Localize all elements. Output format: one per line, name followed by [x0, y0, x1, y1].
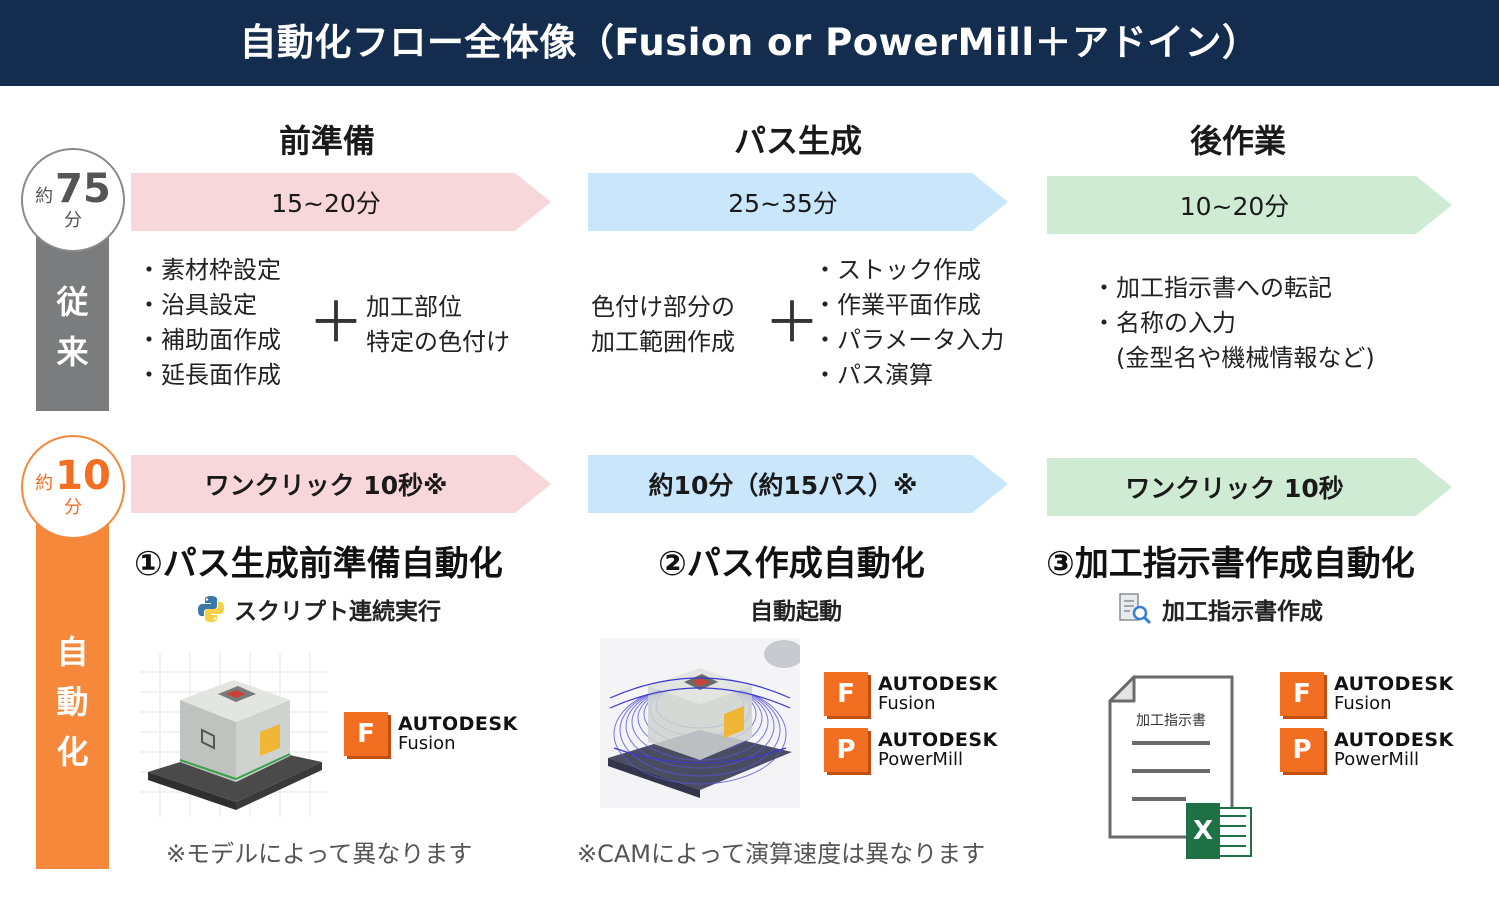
column-heading-path: パス生成 — [733, 122, 862, 160]
automated-arrow-post: ワンクリック 10秒 — [1047, 458, 1452, 516]
automated-time-number: 10 — [55, 453, 111, 499]
plus-symbol: ＋ — [308, 291, 364, 356]
mold-model-image — [140, 652, 328, 817]
automated-time-badge: 約 10 分 — [21, 435, 125, 539]
step3-subtitle-text: 加工指示書作成 — [1162, 599, 1323, 625]
list-item: ・ストック作成 — [813, 256, 981, 284]
step3-subtitle: 加工指示書作成 — [1118, 592, 1323, 626]
python-icon — [198, 596, 224, 622]
list-item: ・加工指示書への転記 — [1092, 274, 1332, 302]
report-search-icon — [1119, 593, 1152, 625]
header-bar — [0, 0, 1499, 86]
list-item: 色付け部分の — [591, 293, 735, 321]
list-item: ・作業平面作成 — [813, 291, 981, 319]
logo-product: Fusion — [398, 733, 456, 754]
automated-arrow-prep: ワンクリック 10秒※ — [131, 455, 551, 513]
conventional-time-badge: 約 75 分 — [21, 148, 125, 252]
path-left-text: 色付け部分の 加工範囲作成 — [591, 290, 735, 360]
automated-arrow-path: 約10分（約15パス）※ — [588, 455, 1008, 513]
conventional-arrow-path-text: 25~35分 — [728, 189, 838, 218]
autodesk-fusion-logo: F AUTODESK Fusion — [1280, 672, 1454, 716]
step2-title: ②パス作成自動化 — [658, 544, 925, 584]
conventional-arrow-path: 25~35分 — [588, 173, 1008, 231]
post-task-list: ・加工指示書への転記 ・名称の入力 (金型名や機械情報など) — [1092, 271, 1375, 376]
autodesk-powermill-logo: P AUTODESK PowerMill — [1280, 728, 1454, 772]
prep-task-list: ・素材枠設定 ・治具設定 ・補助面作成 ・延長面作成 — [137, 253, 281, 393]
step1-subtitle-text: スクリプト連続実行 — [234, 599, 441, 625]
list-item: ・パス演算 — [813, 361, 933, 389]
excel-icon: X — [1186, 803, 1252, 859]
step1-subtitle: スクリプト連続実行 — [196, 592, 441, 626]
step1-note: ※モデルによって異なります — [166, 840, 473, 868]
automated-side-bar — [36, 488, 109, 869]
list-item: ・パラメータ入力 — [813, 326, 1005, 354]
logo-brand: AUTODESK — [878, 673, 998, 695]
automated-time-prefix: 約 — [35, 473, 54, 494]
instruction-document-illustration: 加工指示書 X — [1106, 675, 1256, 860]
fusion-icon: F — [824, 672, 868, 716]
conventional-label-2: 来 — [56, 333, 89, 371]
fusion-icon: F — [1280, 672, 1324, 716]
step2-note: ※CAMによって演算速度は異なります — [577, 840, 986, 868]
list-item: 特定の色付け — [366, 328, 510, 356]
logo-product: Fusion — [1334, 693, 1392, 714]
conventional-label-1: 従 — [56, 283, 89, 321]
logo-product: PowerMill — [878, 749, 963, 770]
list-item: (金型名や機械情報など) — [1116, 344, 1375, 372]
conventional-arrow-post: 10~20分 — [1047, 176, 1452, 234]
automated-arrow-post-text: ワンクリック 10秒 — [1125, 474, 1344, 503]
conventional-arrow-prep: 15~20分 — [131, 173, 551, 231]
automated-time-unit: 分 — [64, 497, 82, 518]
step2-subtitle: 自動起動 — [750, 592, 842, 626]
conventional-arrow-post-text: 10~20分 — [1179, 192, 1290, 221]
automated-arrow-prep-text: ワンクリック 10秒※ — [204, 471, 448, 500]
column-heading-prep: 前準備 — [278, 122, 375, 160]
document-icon — [1108, 675, 1234, 839]
page-title: 自動化フロー全体像（Fusion or PowerMill＋アドイン） — [239, 21, 1260, 64]
plus-symbol: ＋ — [764, 291, 820, 356]
automated-label-1: 自 — [56, 633, 89, 671]
list-item: ・延長面作成 — [137, 361, 281, 389]
document-label: 加工指示書 — [1136, 713, 1206, 729]
fusion-icon: F — [344, 712, 388, 756]
column-heading-post: 後作業 — [1189, 122, 1286, 160]
conventional-time-prefix: 約 — [35, 186, 54, 207]
path-task-list: ・ストック作成 ・作業平面作成 ・パラメータ入力 ・パス演算 — [813, 253, 1004, 393]
automated-arrow-path-text: 約10分（約15パス）※ — [648, 471, 918, 500]
logo-product: PowerMill — [1334, 749, 1419, 770]
autodesk-fusion-logo: F AUTODESK Fusion — [824, 672, 998, 716]
list-item: 加工部位 — [366, 293, 462, 321]
automated-label-3: 化 — [56, 733, 89, 771]
list-item: ・名称の入力 — [1092, 309, 1236, 337]
list-item: ・素材枠設定 — [137, 256, 281, 284]
toolpath-model-image — [600, 638, 800, 808]
powermill-icon: P — [824, 728, 868, 772]
automated-label-2: 動 — [56, 683, 89, 721]
powermill-icon: P — [1280, 728, 1324, 772]
list-item: ・治具設定 — [137, 291, 257, 319]
logo-brand: AUTODESK — [1334, 729, 1454, 751]
step2-subtitle-text: 自動起動 — [750, 599, 842, 625]
prep-extra-list: 加工部位 特定の色付け — [366, 290, 510, 360]
step1-title: ①パス生成前準備自動化 — [134, 544, 503, 584]
logo-brand: AUTODESK — [1334, 673, 1454, 695]
conventional-time-unit: 分 — [64, 210, 82, 231]
conventional-time-number: 75 — [55, 166, 111, 212]
logo-brand: AUTODESK — [398, 713, 518, 735]
logo-brand: AUTODESK — [878, 729, 998, 751]
conventional-arrow-prep-text: 15~20分 — [271, 189, 381, 218]
logo-product: Fusion — [878, 693, 936, 714]
list-item: 加工範囲作成 — [591, 328, 735, 356]
autodesk-fusion-logo: F AUTODESK Fusion — [344, 712, 518, 756]
list-item: ・補助面作成 — [137, 326, 281, 354]
autodesk-powermill-logo: P AUTODESK PowerMill — [824, 728, 998, 772]
step3-title: ③加工指示書作成自動化 — [1046, 544, 1415, 584]
